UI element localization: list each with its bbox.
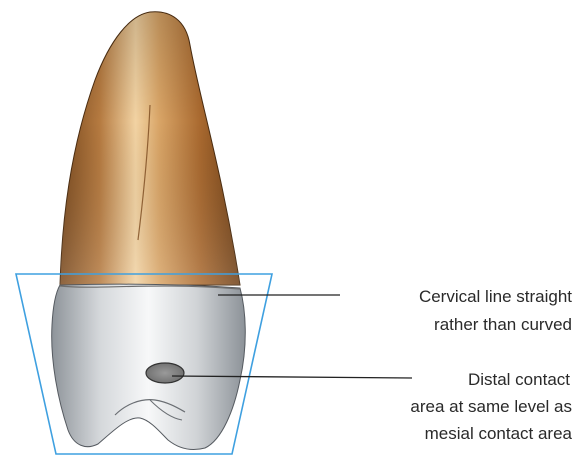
root-shading — [60, 12, 240, 285]
label-cervical-line-2: rather than curved — [434, 315, 572, 334]
tooth-crown — [52, 284, 246, 449]
label-distal-contact-1: Distal contact — [468, 370, 570, 389]
label-distal-contact-2: area at same level as — [410, 397, 572, 416]
label-cervical-line-1: Cervical line straight — [419, 287, 572, 306]
crown-shape — [52, 284, 246, 449]
distal-contact-area — [146, 363, 184, 383]
label-distal-contact-3: mesial contact area — [425, 424, 573, 443]
tooth-root — [60, 12, 240, 285]
